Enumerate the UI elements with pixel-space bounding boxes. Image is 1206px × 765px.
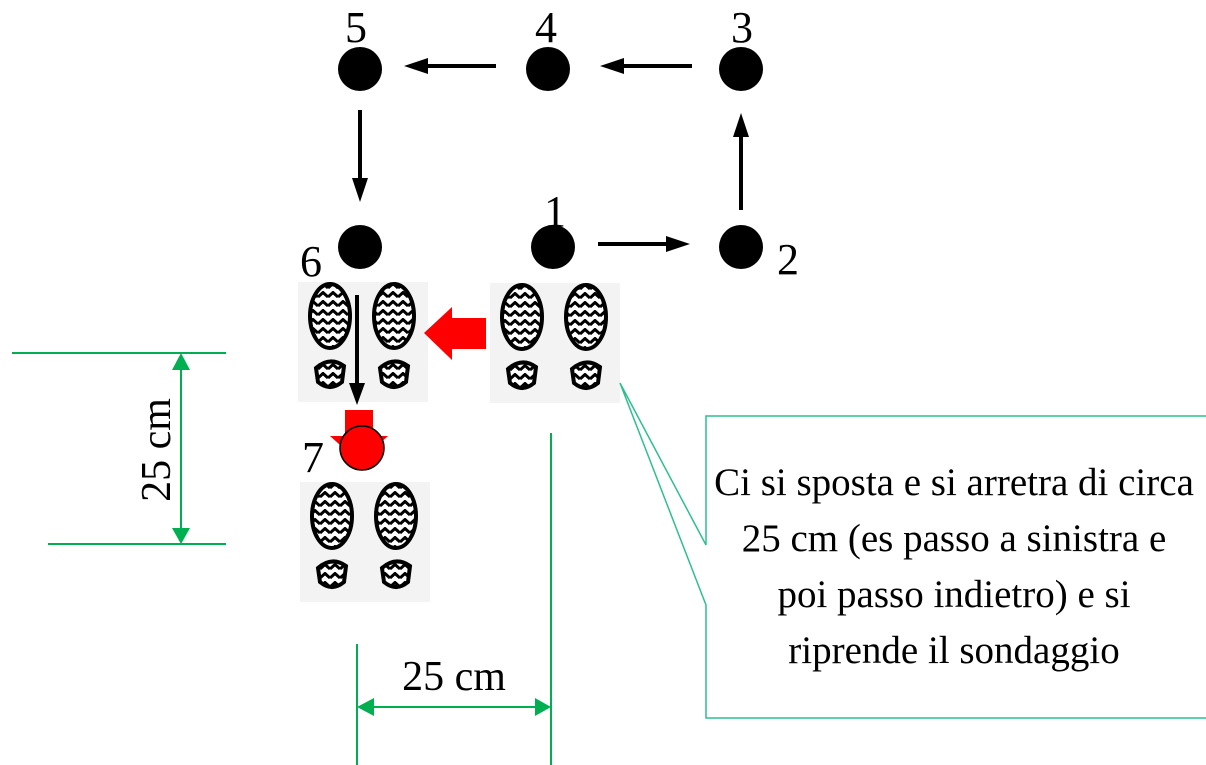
point-4 <box>526 47 570 91</box>
arrow-6-to-7 <box>349 295 365 405</box>
vertical-dimension-label: 25 cm <box>134 398 180 502</box>
point-label-3: 3 <box>731 3 753 52</box>
arrow-3-to-4 <box>600 58 692 74</box>
callout-outline <box>619 382 1206 719</box>
point-label-5: 5 <box>345 3 367 52</box>
point-label-6: 6 <box>300 237 322 286</box>
horizontal-dimension <box>356 433 552 765</box>
point-label-7: 7 <box>302 433 324 482</box>
probing-path-arrows <box>349 58 749 405</box>
footprints-position-c-icon <box>298 480 432 604</box>
arrow-1-to-2 <box>598 236 690 252</box>
point-1 <box>531 225 575 269</box>
footprints-position-b-icon <box>488 281 622 405</box>
point-6 <box>338 225 382 269</box>
point-3 <box>719 47 763 91</box>
arrow-5-to-6 <box>352 110 368 202</box>
step-left-arrow-icon <box>424 307 486 360</box>
point-label-4: 4 <box>535 3 557 52</box>
callout-text: Ci si sposta e si arretra di circa 25 cm… <box>714 461 1194 672</box>
arrow-4-to-5 <box>404 58 496 74</box>
vertical-dimension <box>12 352 226 545</box>
arrow-2-to-3 <box>733 113 749 210</box>
point-7 <box>339 425 385 471</box>
point-5 <box>338 47 382 91</box>
point-2 <box>719 225 763 269</box>
point-label-2: 2 <box>777 235 799 284</box>
horizontal-dimension-label: 25 cm <box>402 654 506 700</box>
point-label-1: 1 <box>544 187 566 236</box>
